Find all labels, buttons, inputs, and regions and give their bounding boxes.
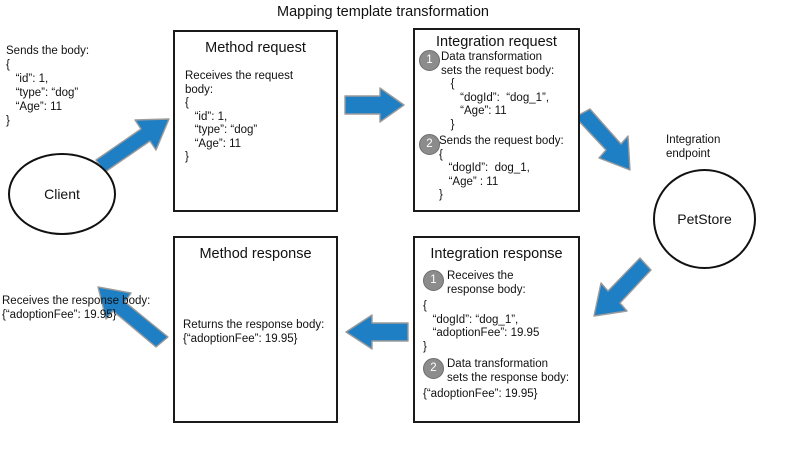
integration-request-step-1-text: Data transformation sets the request bod… — [441, 51, 555, 131]
method-response-title: Method response — [199, 246, 312, 262]
integration-response-step-1-badge: 1 — [423, 270, 444, 291]
integration-request-step-2-badge: 2 — [419, 134, 440, 155]
client-label: Client — [44, 186, 80, 202]
client-response-note: Receives the response body: {“adoptionFe… — [2, 295, 151, 321]
method-response-box: Method response Returns the response bod… — [173, 236, 338, 423]
arrow-integration-request-to-endpoint — [574, 108, 631, 171]
method-response-body: Returns the response body: {“adoptionFee… — [183, 319, 325, 345]
client-request-note: Sends the body: { “id”: 1, “type”: “dog”… — [6, 45, 90, 127]
method-request-title: Method request — [205, 40, 306, 56]
page-title: Mapping template transformation — [277, 4, 489, 20]
integration-response-step-2-text: Data transformation sets the response bo… — [447, 358, 570, 384]
method-request-box: Method request Receives the request body… — [173, 30, 338, 212]
integration-response-step-2-badge: 2 — [423, 358, 444, 379]
integration-response-body-2: {“adoptionFee”: 19.95} — [423, 388, 538, 400]
petstore-node: PetStore — [653, 169, 756, 269]
integration-response-box: Integration response 1 Receives the resp… — [413, 236, 580, 423]
arrow-client-to-method-request — [95, 118, 170, 173]
petstore-label: PetStore — [677, 211, 732, 227]
integration-request-box: Integration request 1 Data transformatio… — [413, 28, 580, 212]
integration-request-title: Integration request — [436, 34, 557, 50]
arrow-endpoint-to-integration-response — [593, 257, 652, 317]
integration-response-title: Integration response — [430, 246, 563, 262]
method-request-body: Receives the request body: { “id”: 1, “t… — [185, 70, 294, 163]
arrow-integration-response-to-method-response — [345, 314, 409, 350]
arrow-method-request-to-integration-request — [344, 87, 405, 123]
integration-request-step-1-badge: 1 — [419, 50, 440, 71]
integration-endpoint-caption: Integration endpoint — [666, 134, 721, 160]
client-node: Client — [8, 153, 116, 235]
integration-response-body-1: { “dogId”: “dog_1”, “adoptionFee”: 19.95… — [423, 300, 540, 353]
integration-request-step-2-text: Sends the request body: { “dogId”: dog_1… — [439, 135, 564, 201]
integration-response-step-1-text: Receives the response body: — [447, 270, 526, 296]
